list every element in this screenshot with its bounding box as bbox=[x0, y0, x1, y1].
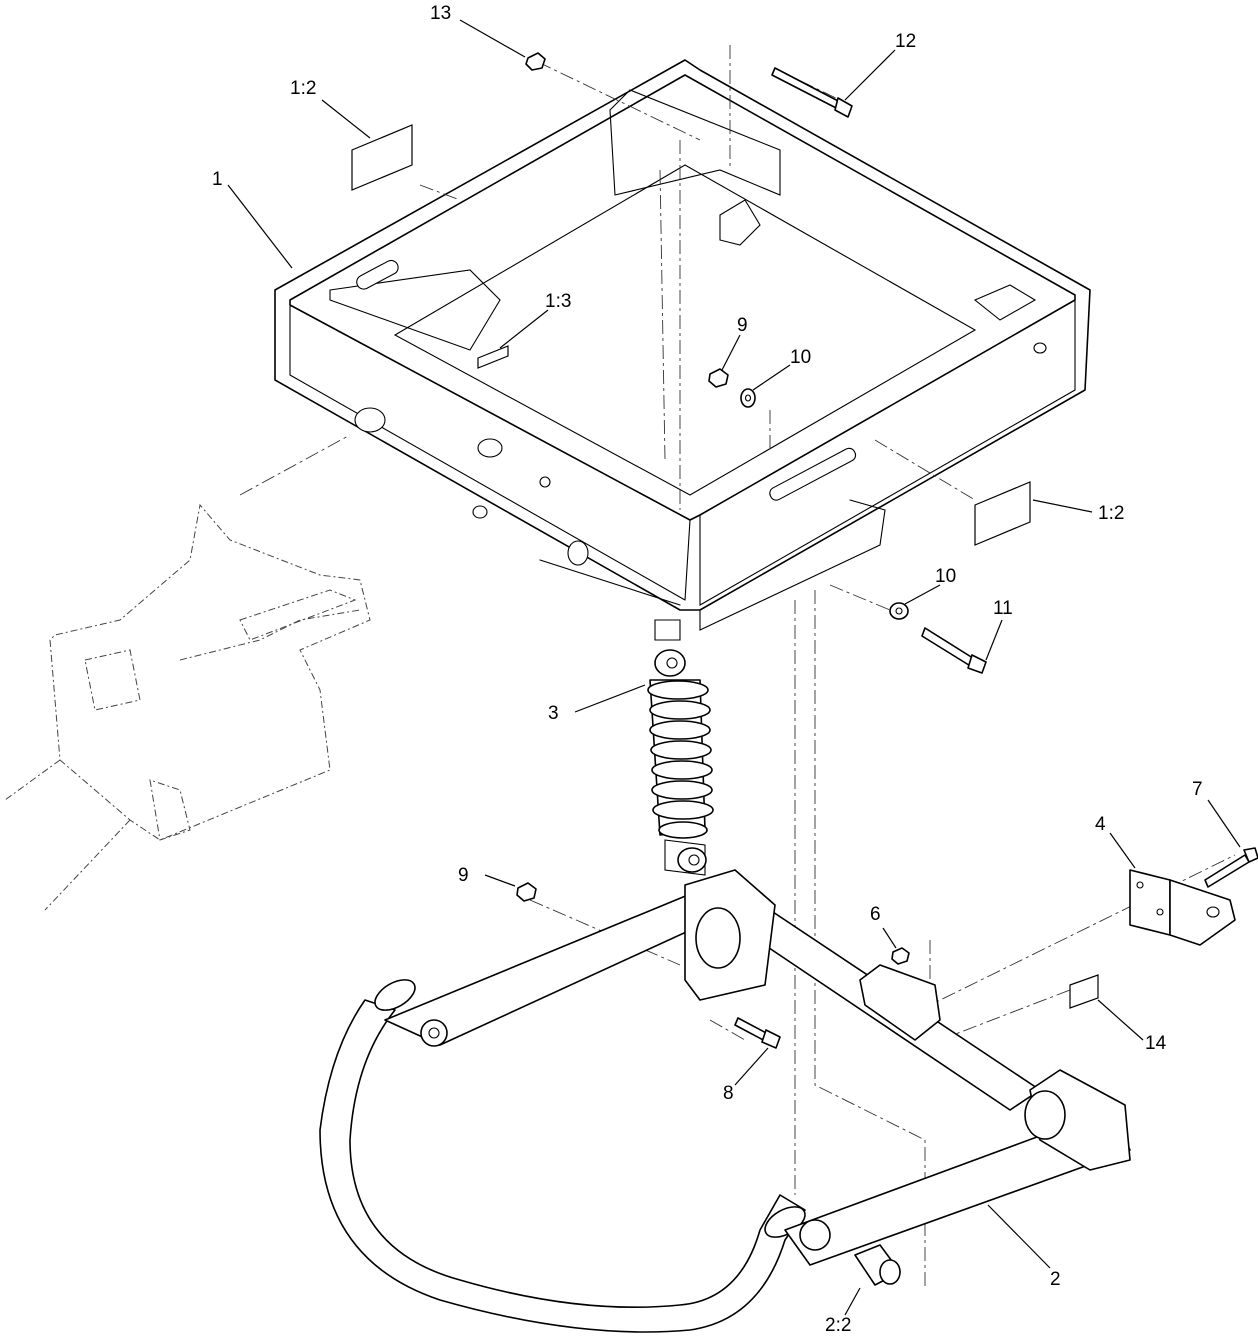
callout-numbers: 13 12 1:2 1 1:3 9 10 1:2 10 11 3 7 4 9 6… bbox=[212, 3, 1203, 1336]
callout-1-3: 1:3 bbox=[545, 291, 571, 312]
decal-labels bbox=[351, 124, 1099, 1009]
callout-9-bottom: 9 bbox=[458, 865, 469, 886]
decal-plate-arm bbox=[1069, 974, 1099, 1009]
mounting-bracket bbox=[1129, 869, 1236, 946]
callout-7: 7 bbox=[1192, 779, 1203, 800]
bolt-8 bbox=[734, 1017, 781, 1049]
washer-10-mid bbox=[889, 602, 909, 620]
leader-lines bbox=[227, 19, 1241, 1316]
callout-10-mid: 10 bbox=[935, 566, 956, 587]
callout-12: 12 bbox=[895, 31, 916, 52]
callout-6: 6 bbox=[870, 904, 881, 925]
callout-2: 2 bbox=[1050, 1269, 1061, 1290]
decal-plate-top bbox=[351, 124, 413, 191]
decal-plate-right bbox=[974, 481, 1031, 546]
fasteners bbox=[516, 52, 1258, 1049]
bolt-11 bbox=[921, 627, 987, 674]
callout-14: 14 bbox=[1145, 1033, 1167, 1054]
callout-3: 3 bbox=[548, 703, 559, 724]
decal-plate-small bbox=[477, 345, 509, 369]
bolt-12 bbox=[771, 67, 853, 118]
shock-absorber bbox=[647, 619, 714, 876]
nut-6 bbox=[891, 947, 910, 965]
swing-arm bbox=[319, 869, 1131, 1333]
seat-frame bbox=[274, 59, 1091, 631]
bolt-7 bbox=[1204, 847, 1258, 888]
phantom-mount-assembly bbox=[4, 503, 371, 911]
callout-1: 1 bbox=[212, 169, 223, 190]
callout-4: 4 bbox=[1095, 814, 1106, 835]
callout-11: 11 bbox=[993, 598, 1013, 619]
nut-9-top bbox=[708, 368, 729, 388]
callout-8: 8 bbox=[723, 1083, 734, 1104]
callout-2-2: 2:2 bbox=[825, 1315, 851, 1336]
callout-1-2-top: 1:2 bbox=[290, 78, 316, 99]
callout-13: 13 bbox=[430, 3, 451, 24]
washer-10-top bbox=[740, 388, 756, 408]
callout-9-top: 9 bbox=[737, 315, 748, 336]
callout-1-2-right: 1:2 bbox=[1098, 503, 1124, 524]
nut-9-bottom bbox=[516, 882, 537, 902]
callout-10-top: 10 bbox=[790, 347, 811, 368]
nut-13 bbox=[525, 52, 546, 71]
